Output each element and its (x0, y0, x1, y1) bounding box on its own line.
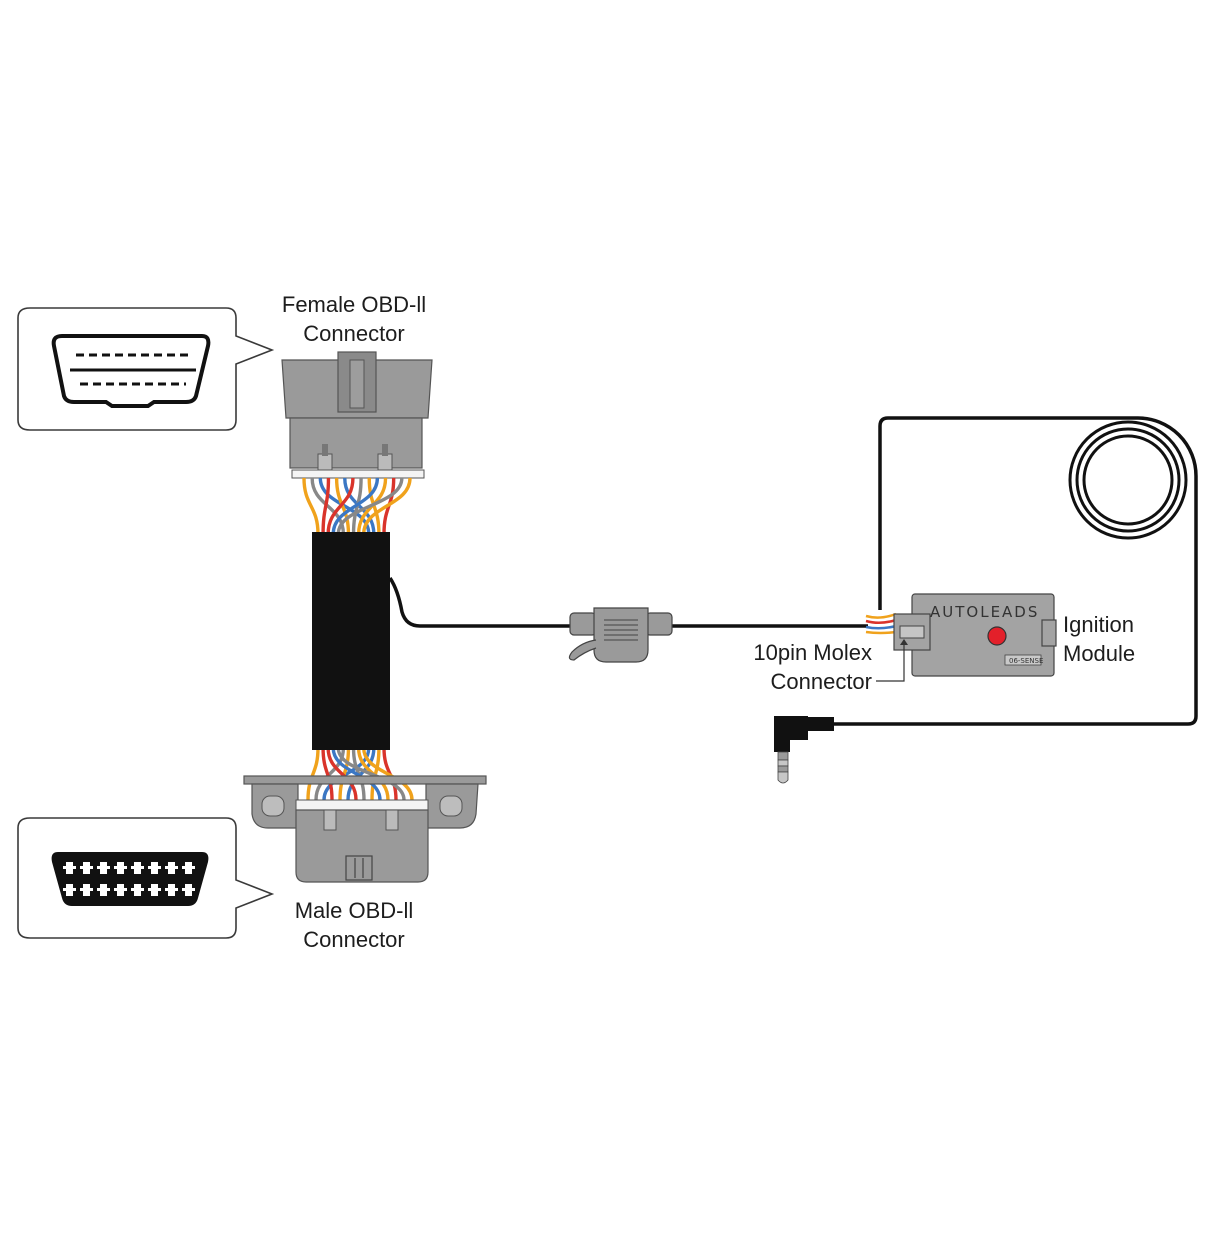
power-cable (388, 577, 572, 628)
male-pin-bar (114, 866, 127, 869)
molex-wires (865, 612, 897, 635)
harness-wire (336, 477, 404, 535)
status-led (987, 626, 1007, 646)
male-pin-bar (114, 888, 127, 891)
harness-wire (343, 477, 376, 535)
harness-wire (361, 477, 412, 535)
male-label-line2: Connector (303, 927, 405, 952)
female-obd-face-icon (51, 334, 211, 408)
harness-wire (322, 747, 371, 801)
male-label-line1: Male OBD-ll (294, 898, 414, 923)
male-pin-bar (165, 888, 178, 891)
harness-wire (331, 747, 382, 801)
male-pin-bar (131, 866, 144, 869)
harness-wires-top (302, 477, 412, 535)
molex-label-line1: 10pin Molex (753, 640, 872, 665)
module-brand: AUTOLEADS (930, 603, 1039, 621)
female-connector-callout (17, 307, 275, 431)
male-obd-connector (243, 775, 487, 883)
harness-wires-bottom (306, 747, 414, 801)
molex-connector-label: 10pin Molex Connector (740, 638, 872, 696)
harness-wire (331, 477, 380, 535)
harness-wire (314, 747, 346, 801)
male-pin-bar (148, 888, 161, 891)
male-connector-label: Male OBD-ll Connector (262, 896, 446, 954)
module-label-line2: Module (1063, 641, 1136, 666)
harness-sleeve (312, 532, 390, 750)
molex-leader-line (876, 640, 905, 682)
female-label-line2: Connector (303, 321, 405, 346)
ignition-module: AUTOLEADS 06-SENSE (893, 593, 1057, 677)
harness-wire (321, 477, 331, 535)
harness-wire (361, 747, 414, 801)
harness-wire (310, 477, 346, 535)
cable-loop (824, 416, 1198, 726)
male-pin-bar (63, 888, 76, 891)
harness-wire (302, 477, 320, 535)
male-pin-bar (97, 888, 110, 891)
male-pin-bar (131, 888, 144, 891)
harness-wire (326, 747, 358, 801)
module-label-line1: Ignition (1063, 612, 1134, 637)
male-pin-bar (80, 888, 93, 891)
harness-wire (336, 747, 406, 801)
male-connector-callout (17, 817, 275, 939)
female-label-line1: Female OBD-ll (281, 292, 427, 317)
male-pin-bar (97, 866, 110, 869)
male-pin-bar (165, 866, 178, 869)
male-pin-bar (182, 866, 195, 869)
male-obd-face-icon (51, 852, 209, 906)
male-pin-bar (80, 866, 93, 869)
female-obd-connector (281, 351, 433, 479)
male-pin-bar (63, 866, 76, 869)
inline-fuse-holder (568, 607, 673, 663)
harness-wire (306, 747, 320, 801)
female-connector-label: Female OBD-ll Connector (262, 290, 446, 348)
male-pin-bar (148, 866, 161, 869)
male-pin-bar (182, 888, 195, 891)
molex-label-line2: Connector (770, 669, 872, 694)
harness-wire (346, 747, 376, 801)
audio-jack-plug (774, 716, 834, 784)
ignition-module-label: Ignition Module (1063, 610, 1135, 668)
harness-wire (318, 477, 371, 535)
harness-wire (326, 477, 355, 535)
module-model-tag: 06-SENSE (1009, 657, 1043, 665)
male-pin-grid (63, 862, 195, 896)
harness-wire (321, 747, 334, 801)
